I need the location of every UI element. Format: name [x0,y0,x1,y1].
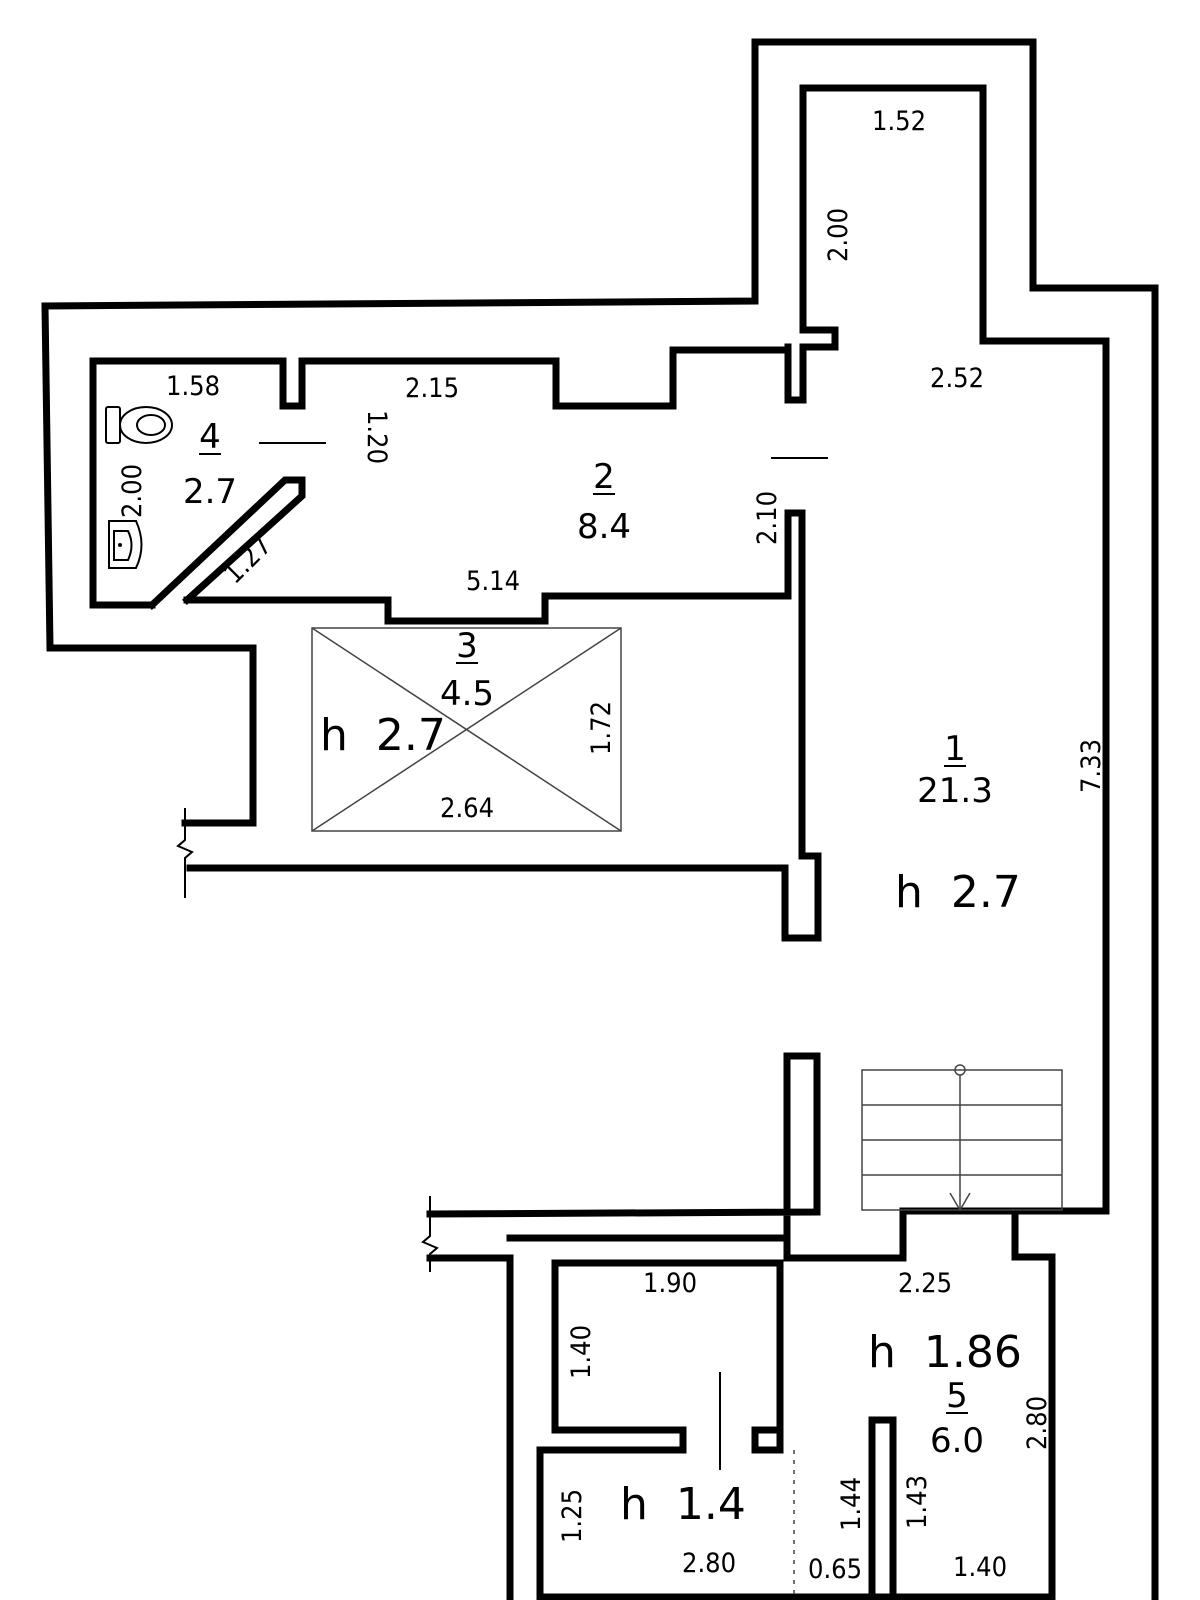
dim-1-58: 1.58 [166,371,220,402]
storage-north-room [536,1259,784,1600]
dim-5-14: 5.14 [466,566,520,597]
room4-partition [147,476,306,610]
room5-north-wall [783,1207,1019,1262]
dim-1-20: 1.20 [361,410,392,464]
dim-2-15: 2.15 [405,373,459,404]
room-area: 2.7 [183,472,237,512]
room1-west-wall [186,509,822,942]
room5-inner-wall [868,1416,897,1600]
dim-2-64: 2.64 [440,793,494,824]
room1-walls [186,84,839,942]
break-mark-lower [421,1196,439,1272]
height-room3: h 2.7 [320,710,446,761]
stair-arrow-icon [949,1064,971,1212]
outer-wall-main [41,38,1159,1600]
dim-1-72: 1.72 [586,701,617,755]
room-label-4: 4 2.7 [183,417,237,512]
height-storage: h 1.4 [620,1479,746,1530]
room-number: 4 [199,417,221,457]
lower-outer-wall-top [426,1052,821,1242]
corridor-west-stub [784,326,839,404]
room3-box [311,627,622,832]
dim-1-40-horizontal: 1.40 [953,1552,1007,1583]
dim-1-90: 1.90 [643,1268,697,1299]
dim-1-40-vertical: 1.40 [566,1325,597,1379]
dim-2-52: 2.52 [930,363,984,394]
room-label-5: 5 6.0 [930,1376,984,1461]
dim-2-10: 2.10 [752,491,783,545]
dim-2-80-horizontal: 2.80 [682,1548,736,1579]
dim-1-44: 1.44 [836,1477,867,1531]
outer-wall-inner-top [799,84,1110,1600]
corridor-west-wall [799,84,839,334]
outer-walls [41,38,1159,1600]
room-label-2: 2 8.4 [577,457,631,547]
dim-0-65: 0.65 [808,1554,862,1585]
sink-icon [108,520,143,569]
lower-walls [536,1207,1056,1600]
break-mark-upper [176,808,194,898]
break-symbols [176,808,439,1272]
dim-1-25: 1.25 [557,1489,588,1543]
toilet-icon [105,406,173,444]
room-number: 1 [944,729,966,769]
room-label-1: 1 21.3 [917,729,993,811]
dim-7-33: 7.33 [1076,739,1107,793]
storage-right-wall [751,1259,784,1454]
dim-2-80-vertical: 2.80 [1022,1396,1053,1450]
room-area: 6.0 [930,1421,984,1461]
room-number: 5 [946,1376,968,1416]
dim-2-00-wc: 2.00 [117,464,148,518]
dim-2-25: 2.25 [898,1268,952,1299]
room-number: 2 [593,457,615,497]
dim-1-52: 1.52 [872,106,926,137]
room-area: 4.5 [440,674,494,714]
dim-1-43: 1.43 [902,1475,933,1529]
room2-south-wall [183,509,792,625]
room2-north-wall [89,346,792,609]
lower-outer-wall-left [426,1254,514,1600]
room-number: 3 [456,626,478,666]
room-label-3: 3 4.5 [440,626,494,714]
staircase [861,1064,1063,1212]
height-room1: h 2.7 [895,867,1021,918]
room-area: 21.3 [917,771,993,811]
room3-outline [311,627,622,832]
dim-2-00-corridor: 2.00 [823,208,854,262]
room-area: 8.4 [577,507,631,547]
room2-walls [89,346,792,625]
room3-diagonal-b [311,627,622,832]
height-room5: h 1.86 [868,1327,1022,1378]
